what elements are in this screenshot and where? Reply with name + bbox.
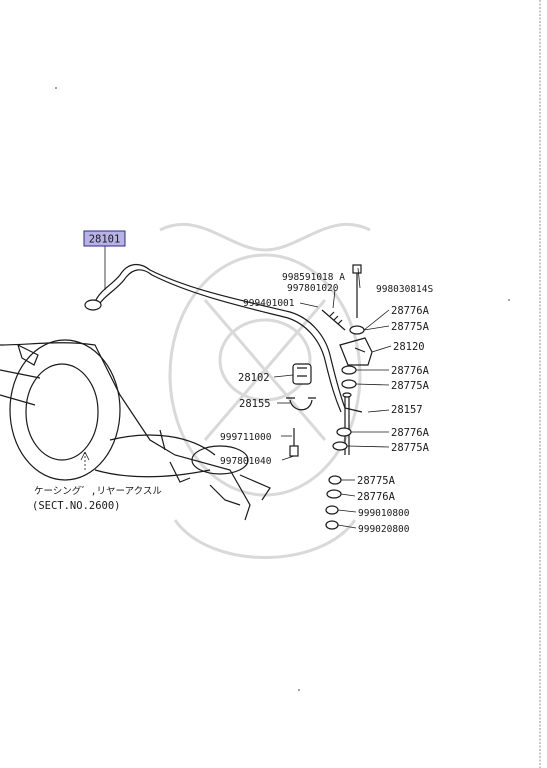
- watermark-emblem: [159, 223, 371, 559]
- scan-speck: [298, 689, 300, 691]
- scan-speck: [55, 87, 57, 89]
- bolt-997801020: [321, 309, 346, 331]
- axle-reference-section[interactable]: (SECT.NO.2600): [32, 500, 121, 512]
- label-bolt-e[interactable]: 997801040: [220, 456, 272, 467]
- label-bushing-2[interactable]: 28775A: [391, 380, 430, 392]
- main-part-highlight[interactable]: [83, 230, 126, 247]
- label-main-part[interactable]: 28101: [89, 234, 121, 246]
- scan-speck: [508, 299, 510, 301]
- bracket-28120: [339, 337, 373, 366]
- label-bolt-b[interactable]: 997801020: [287, 283, 339, 294]
- label-washer-2[interactable]: 28776A: [391, 365, 430, 377]
- label-nut-1[interactable]: 999010800: [358, 508, 410, 519]
- label-bolt-a[interactable]: 998591018 A: [282, 272, 345, 283]
- rear-axle-housing: [0, 339, 271, 521]
- axle-reference-name: ケーシング゛,リヤーアクスル: [34, 485, 162, 497]
- label-bushing-3[interactable]: 28775A: [391, 442, 430, 454]
- label-bolt-d[interactable]: 999711000: [220, 432, 272, 443]
- label-bracket[interactable]: 28120: [393, 341, 425, 353]
- label-bushing-block[interactable]: 28102: [238, 372, 270, 384]
- bolt-998030814S: [352, 264, 362, 318]
- washer-stack: [325, 325, 365, 530]
- label-washer-1[interactable]: 28776A: [391, 305, 430, 317]
- label-clamp[interactable]: 28155: [239, 398, 271, 410]
- leader-lines: [80, 246, 392, 529]
- label-bolt-c[interactable]: 998030814S: [376, 284, 433, 295]
- label-link[interactable]: 28157: [391, 404, 423, 416]
- stabilizer-bar: [84, 264, 363, 413]
- label-nut-2[interactable]: 999020800: [358, 524, 410, 535]
- label-bushing-4[interactable]: 28775A: [357, 475, 396, 487]
- label-bushing-bolt[interactable]: 999401001: [243, 298, 295, 309]
- label-washer-3[interactable]: 28776A: [391, 427, 430, 439]
- label-washer-4[interactable]: 28776A: [357, 491, 396, 503]
- label-bushing-1[interactable]: 28775A: [391, 321, 430, 333]
- bolt-999711000: [289, 428, 299, 457]
- bushing-block-28102: [292, 363, 312, 385]
- clamp-28155: [286, 397, 316, 411]
